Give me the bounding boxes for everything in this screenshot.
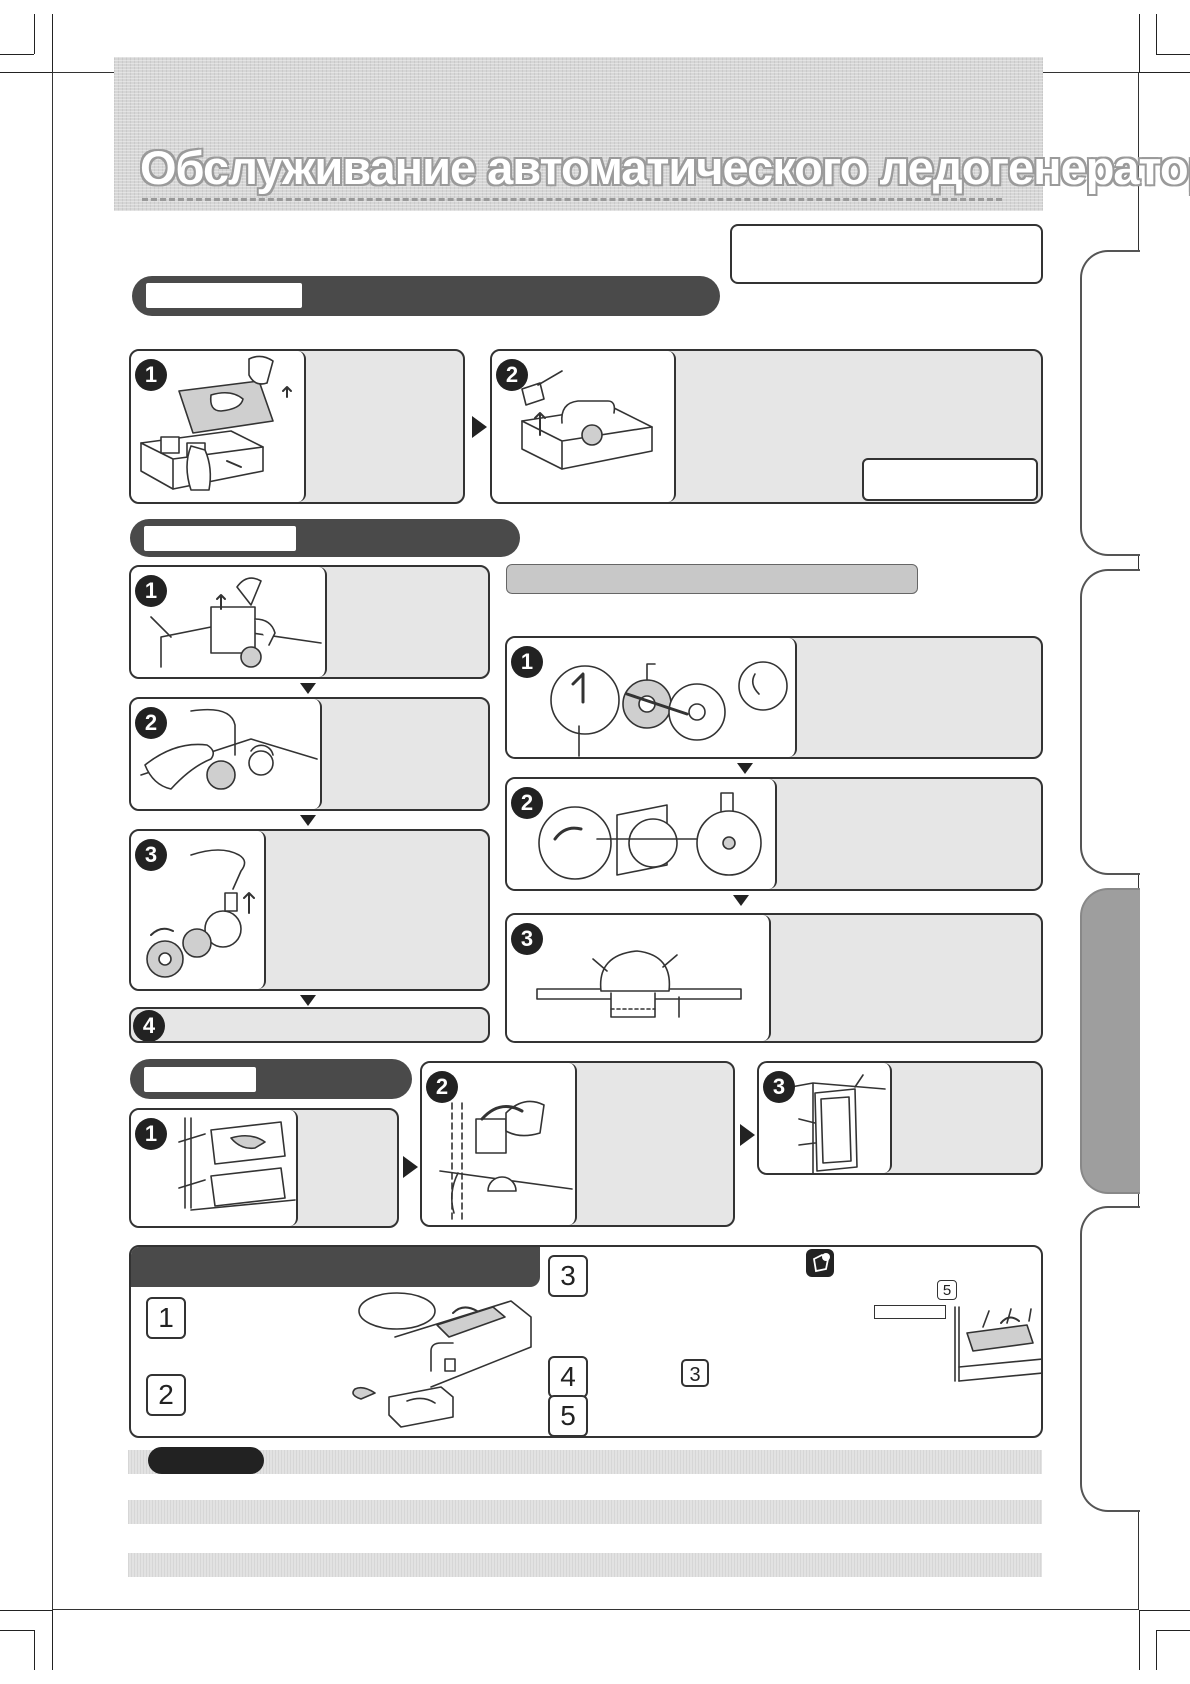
step-panel-a1: 1 — [129, 349, 465, 504]
step-panel-c1: 1 — [129, 1108, 399, 1228]
step-number-2: 2 — [496, 359, 528, 391]
step-panel-a2: 2 — [490, 349, 1043, 504]
step-number-3: 3 — [135, 839, 167, 871]
section-label-b — [144, 526, 296, 551]
crop-mark — [1139, 1610, 1190, 1611]
crop-mark — [0, 54, 34, 55]
side-tab-active[interactable] — [1080, 888, 1140, 1194]
side-tab[interactable] — [1080, 250, 1140, 556]
arrow-right-icon — [403, 1156, 418, 1178]
ref-number-3: 3 — [681, 1359, 709, 1387]
note-stripe — [128, 1450, 1042, 1474]
arrow-down-icon — [300, 815, 316, 826]
crop-mark — [1156, 1630, 1157, 1670]
side-tab[interactable] — [1080, 569, 1140, 875]
step-panel-r1: 1 — [505, 636, 1043, 759]
step-panel-c2: 2 — [420, 1061, 735, 1227]
crop-mark — [1156, 14, 1157, 54]
note-stripe — [128, 1500, 1042, 1524]
step-number-3: 3 — [763, 1071, 795, 1103]
step-number-2: 2 — [426, 1071, 458, 1103]
step-number-1: 1 — [511, 646, 543, 678]
step-number-1: 1 — [135, 575, 167, 607]
crop-mark — [52, 1610, 53, 1670]
step-number-2: 2 — [511, 787, 543, 819]
section-header-a — [132, 276, 720, 316]
bottom-instruction-box: 5 1 2 3 4 5 3 — [129, 1245, 1043, 1438]
page-title: Обслуживание автоматического ледогенерат… — [140, 141, 1190, 194]
crop-mark — [1139, 1610, 1140, 1670]
title-banner — [114, 57, 1043, 211]
note-box-small — [862, 458, 1038, 501]
arrow-down-icon — [737, 763, 753, 774]
note-box — [730, 224, 1043, 284]
crop-mark — [1156, 1630, 1190, 1631]
step-panel-b4: 4 — [129, 1007, 490, 1043]
arrow-down-icon — [733, 895, 749, 906]
step-square-4: 4 — [548, 1356, 588, 1398]
step-number-3: 3 — [511, 923, 543, 955]
crop-mark — [34, 1630, 35, 1670]
step-number-4: 4 — [133, 1010, 165, 1041]
step-panel-r2: 2 — [505, 777, 1043, 891]
step-square-1: 1 — [146, 1297, 186, 1339]
step-panel-b3: 3 — [129, 829, 490, 991]
crop-mark — [1139, 14, 1140, 72]
illustration-pump-parts — [131, 831, 266, 989]
illustration-impeller-assembly — [507, 638, 797, 757]
subheading-bar — [506, 564, 918, 594]
ref-number-5: 5 — [937, 1280, 957, 1300]
crop-mark — [0, 1610, 52, 1611]
crop-mark — [0, 1630, 34, 1631]
section-label-a — [146, 283, 302, 308]
arrow-down-icon — [300, 995, 316, 1006]
side-tab[interactable] — [1080, 1206, 1140, 1512]
step-square-2: 2 — [146, 1374, 186, 1416]
crop-mark — [1139, 72, 1190, 73]
step-panel-c3: 3 — [757, 1061, 1043, 1175]
step-panel-b2: 2 — [129, 697, 490, 811]
section-label-c — [144, 1067, 256, 1092]
crop-mark — [52, 14, 53, 72]
step-number-2: 2 — [135, 707, 167, 739]
step-panel-b1: 1 — [129, 565, 490, 679]
crop-mark — [34, 14, 35, 54]
illustration-cap-detail — [507, 915, 771, 1041]
step-square-3: 3 — [548, 1255, 588, 1297]
step-number-1: 1 — [135, 359, 167, 391]
illustration-water-tank — [492, 351, 676, 502]
title-underline — [142, 198, 1002, 201]
crop-mark — [0, 72, 52, 73]
step-square-5: 5 — [548, 1395, 588, 1436]
note-label-box — [874, 1305, 946, 1319]
illustration-impeller-fit — [507, 779, 777, 889]
step-number-1: 1 — [135, 1118, 167, 1150]
step-panel-r3: 3 — [505, 913, 1043, 1043]
note-stripe — [128, 1553, 1042, 1577]
bottom-box-header — [131, 1247, 540, 1287]
ice-maker-mode-icon — [806, 1249, 834, 1277]
arrow-right-icon — [472, 416, 487, 438]
section-header-b — [130, 519, 520, 557]
arrow-right-icon — [740, 1124, 755, 1146]
arrow-down-icon — [300, 683, 316, 694]
illustration-ice-tray — [131, 351, 306, 502]
notes-label-pill — [148, 1447, 264, 1474]
illustration-tray-removal — [352, 1292, 1041, 1428]
section-header-c — [130, 1059, 412, 1099]
crop-mark — [1156, 54, 1190, 55]
